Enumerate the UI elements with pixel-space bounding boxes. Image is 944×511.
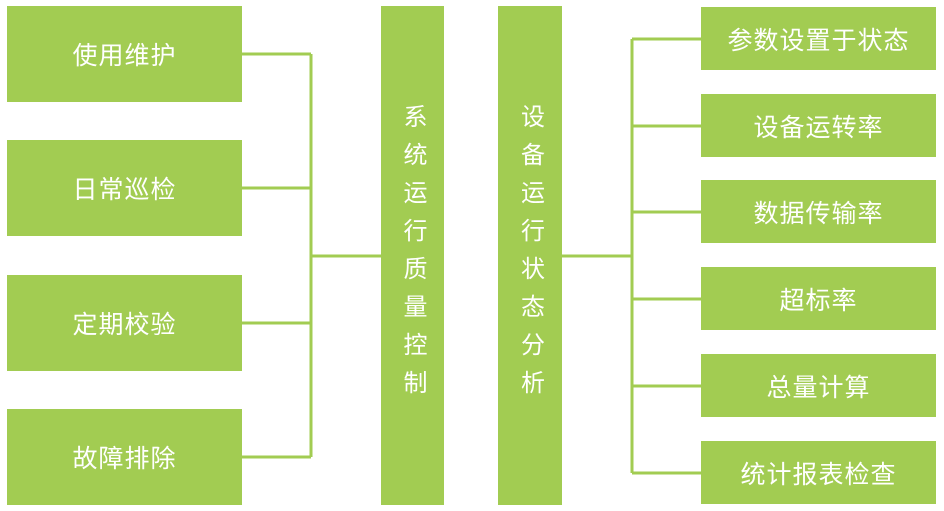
left-box-label: 定期校验	[72, 310, 177, 339]
right-box-equipment-operation-rate: 设备运转率	[701, 94, 936, 157]
right-box-parameter-settings: 参数设置于状态	[701, 7, 936, 70]
right-box-exceedance-rate: 超标率	[701, 267, 936, 330]
right-box-total-calculation: 总量计算	[701, 354, 936, 417]
right-box-label: 统计报表检查	[740, 459, 897, 489]
left-box-daily-inspection: 日常巡检	[7, 140, 242, 236]
left-box-periodic-calibration: 定期校验	[7, 275, 242, 371]
left-box-troubleshooting: 故障排除	[7, 409, 242, 505]
right-box-data-transmission-rate: 数据传输率	[701, 180, 936, 243]
right-box-label: 超标率	[779, 285, 858, 315]
left-box-label: 故障排除	[72, 444, 177, 473]
right-box-label: 数据传输率	[753, 198, 884, 228]
right-box-label: 参数设置于状态	[727, 25, 910, 55]
right-box-label: 总量计算	[766, 372, 871, 402]
left-box-label: 使用维护	[72, 41, 177, 70]
right-box-report-check: 统计报表检查	[701, 441, 936, 504]
right-box-label: 设备运转率	[753, 112, 884, 142]
center-column-label: 设备运行状态分析	[516, 103, 545, 408]
center-column-label: 系统运行质量控制	[399, 103, 427, 408]
left-box-label: 日常巡检	[72, 175, 177, 204]
center-column-quality-control: 系统运行质量控制	[381, 6, 444, 505]
center-column-status-analysis: 设备运行状态分析	[498, 6, 562, 505]
left-box-usage-maintenance: 使用维护	[7, 6, 242, 102]
